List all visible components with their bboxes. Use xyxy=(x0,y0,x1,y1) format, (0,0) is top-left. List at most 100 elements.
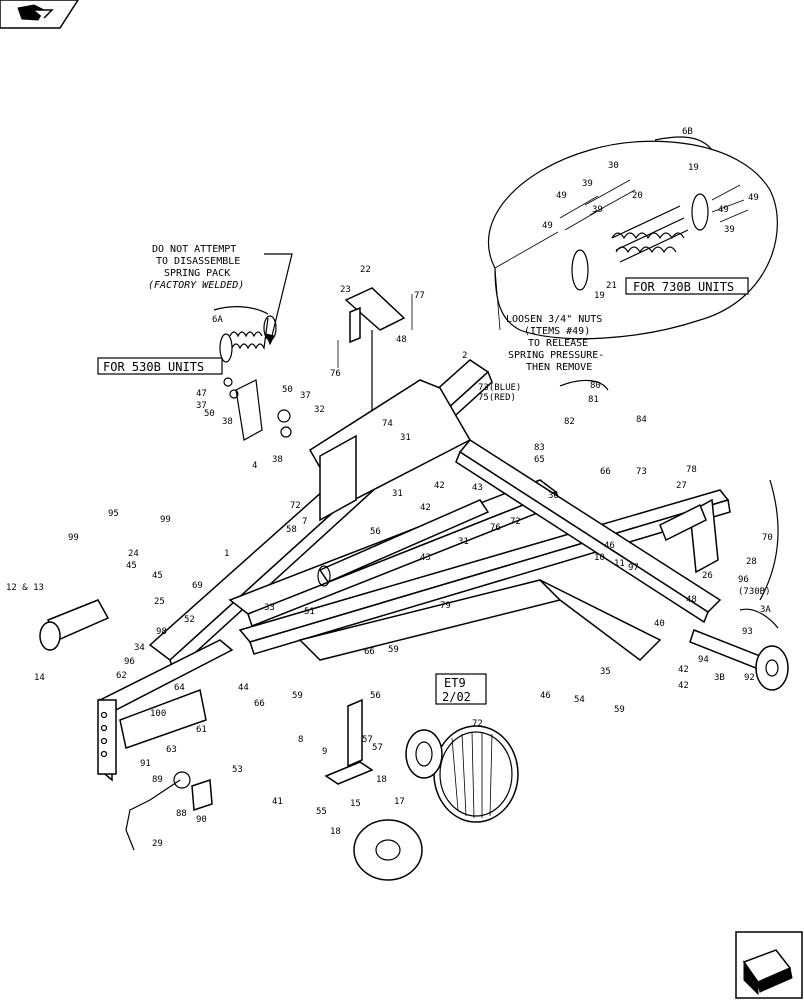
callout: 18 xyxy=(376,775,387,785)
callout: 43 xyxy=(472,483,483,493)
callout: 43 xyxy=(420,553,431,563)
next-page-arrow-icon[interactable] xyxy=(735,931,803,999)
callout: 81 xyxy=(588,395,599,405)
callout: 46 xyxy=(540,691,551,701)
callout: 34 xyxy=(134,643,145,653)
callout: 59 xyxy=(388,645,399,655)
callout: 89 xyxy=(152,775,163,785)
brace-6b xyxy=(654,136,713,151)
callout: 66 xyxy=(600,467,611,477)
callout: 57 xyxy=(362,735,373,745)
callout: 29 xyxy=(152,839,163,849)
svg-text:LOOSEN 3/4" NUTS: LOOSEN 3/4" NUTS xyxy=(506,314,602,325)
callout: 58 xyxy=(286,525,297,535)
brace-3a xyxy=(739,608,779,629)
callout: 11 xyxy=(614,559,625,569)
svg-text:SPRING PACK: SPRING PACK xyxy=(164,268,230,279)
callout: 42 xyxy=(420,503,431,513)
callout: 38 xyxy=(222,417,233,427)
callout: 39 xyxy=(582,179,593,189)
callout: 48 xyxy=(686,595,697,605)
hub-92 xyxy=(689,629,789,691)
safety-chain xyxy=(125,779,181,851)
unit-box-530b xyxy=(97,357,223,375)
callout: 35 xyxy=(600,667,611,677)
callout: 39 xyxy=(724,225,735,235)
callout: 84 xyxy=(636,415,647,425)
callout: 99 xyxy=(68,533,79,543)
stamp-line2: 2/02 xyxy=(442,690,471,704)
callout: (730B) xyxy=(738,587,771,597)
callout: 3B xyxy=(714,673,725,683)
stamp-line1: ET9 xyxy=(444,676,466,690)
callout: 64 xyxy=(174,683,185,693)
callout: 48 xyxy=(396,335,407,345)
svg-text:TO RELEASE: TO RELEASE xyxy=(528,338,588,349)
callout: 30 xyxy=(608,161,619,171)
callout: 70 xyxy=(762,533,773,543)
callout: 31 xyxy=(400,433,411,443)
callout: 40 xyxy=(654,619,665,629)
callout: 42 xyxy=(434,481,445,491)
callout: 55 xyxy=(316,807,327,817)
callout: 44 xyxy=(238,683,249,693)
callout: 98 xyxy=(156,627,167,637)
callout: 3A xyxy=(760,605,771,615)
callout: 56 xyxy=(370,527,381,537)
callout: 93 xyxy=(742,627,753,637)
callout: 97 xyxy=(628,563,639,573)
callout: 24 xyxy=(128,549,139,559)
callout: 50 xyxy=(282,385,293,395)
callout: 2 xyxy=(462,351,467,361)
callout: 25 xyxy=(154,597,165,607)
callout: 77 xyxy=(414,291,425,301)
callout: 41 xyxy=(272,797,283,807)
callout: 45 xyxy=(126,561,137,571)
callout: 17 xyxy=(394,797,405,807)
callout: 49 xyxy=(748,193,759,203)
callout: 36 xyxy=(548,491,559,501)
chain-clevis xyxy=(173,771,191,789)
callout: 33 xyxy=(264,603,275,613)
callout: 83 xyxy=(534,443,545,453)
callout: 38 xyxy=(272,455,283,465)
callout: 100 xyxy=(150,709,166,719)
callout: 66 xyxy=(254,699,265,709)
callout: 37 xyxy=(196,401,207,411)
callout: 49 xyxy=(718,205,729,215)
callout: 27 xyxy=(676,481,687,491)
callout: 73 xyxy=(636,467,647,477)
callout: 99 xyxy=(160,515,171,525)
callout: 14 xyxy=(34,673,45,683)
callout: 96 xyxy=(124,657,135,667)
callout: 39 xyxy=(592,205,603,215)
svg-text:TO DISASSEMBLE: TO DISASSEMBLE xyxy=(156,256,240,267)
book-open-icon[interactable] xyxy=(0,0,79,29)
spring-pack-530b xyxy=(213,306,292,441)
callout: 32 xyxy=(314,405,325,415)
callout: 49 xyxy=(556,191,567,201)
callout: 22 xyxy=(360,265,371,275)
callout: 94 xyxy=(698,655,709,665)
detail-bubble-730b xyxy=(487,140,778,340)
svg-text:THEN REMOVE: THEN REMOVE xyxy=(526,362,592,373)
callout: 57 xyxy=(372,743,383,753)
callout: 65 xyxy=(534,455,545,465)
loosen-note: LOOSEN 3/4" NUTS (ITEMS #49) TO RELEASE … xyxy=(506,314,604,373)
callout: 21 xyxy=(606,281,617,291)
callout: 19 xyxy=(688,163,699,173)
callout: 31 xyxy=(458,537,469,547)
callout: 45 xyxy=(152,571,163,581)
callout: 12 & 13 xyxy=(6,583,44,593)
callout: 72 xyxy=(472,719,483,729)
callout: 7 xyxy=(302,517,307,527)
callout: 37 xyxy=(300,391,311,401)
callout: 9 xyxy=(322,747,327,757)
spring-pack-730b xyxy=(559,179,749,291)
svg-text:SPRING PRESSURE-: SPRING PRESSURE- xyxy=(508,350,604,361)
wheel-tire xyxy=(353,725,519,881)
callout: 92 xyxy=(744,673,755,683)
callout: 74 xyxy=(382,419,393,429)
tube-12-13 xyxy=(39,599,110,651)
callout: 78 xyxy=(686,465,697,475)
